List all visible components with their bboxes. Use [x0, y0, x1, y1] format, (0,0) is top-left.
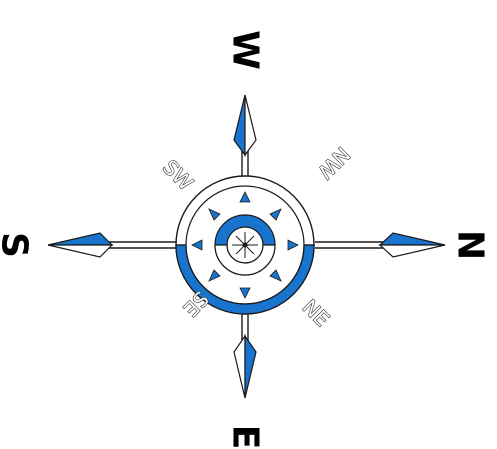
- arrow-top: [234, 95, 256, 155]
- label-upper-left: SW: [158, 155, 198, 195]
- label-lower-right: NE: [298, 295, 334, 331]
- arrow-bottom: [234, 336, 256, 398]
- label-bottom: E: [225, 425, 266, 449]
- arrow-left: [48, 233, 112, 257]
- arrow-right: [380, 233, 445, 257]
- label-left: S: [0, 232, 35, 258]
- label-upper-right: NW: [313, 142, 355, 184]
- label-right: N: [450, 230, 491, 260]
- label-top: W: [225, 30, 266, 70]
